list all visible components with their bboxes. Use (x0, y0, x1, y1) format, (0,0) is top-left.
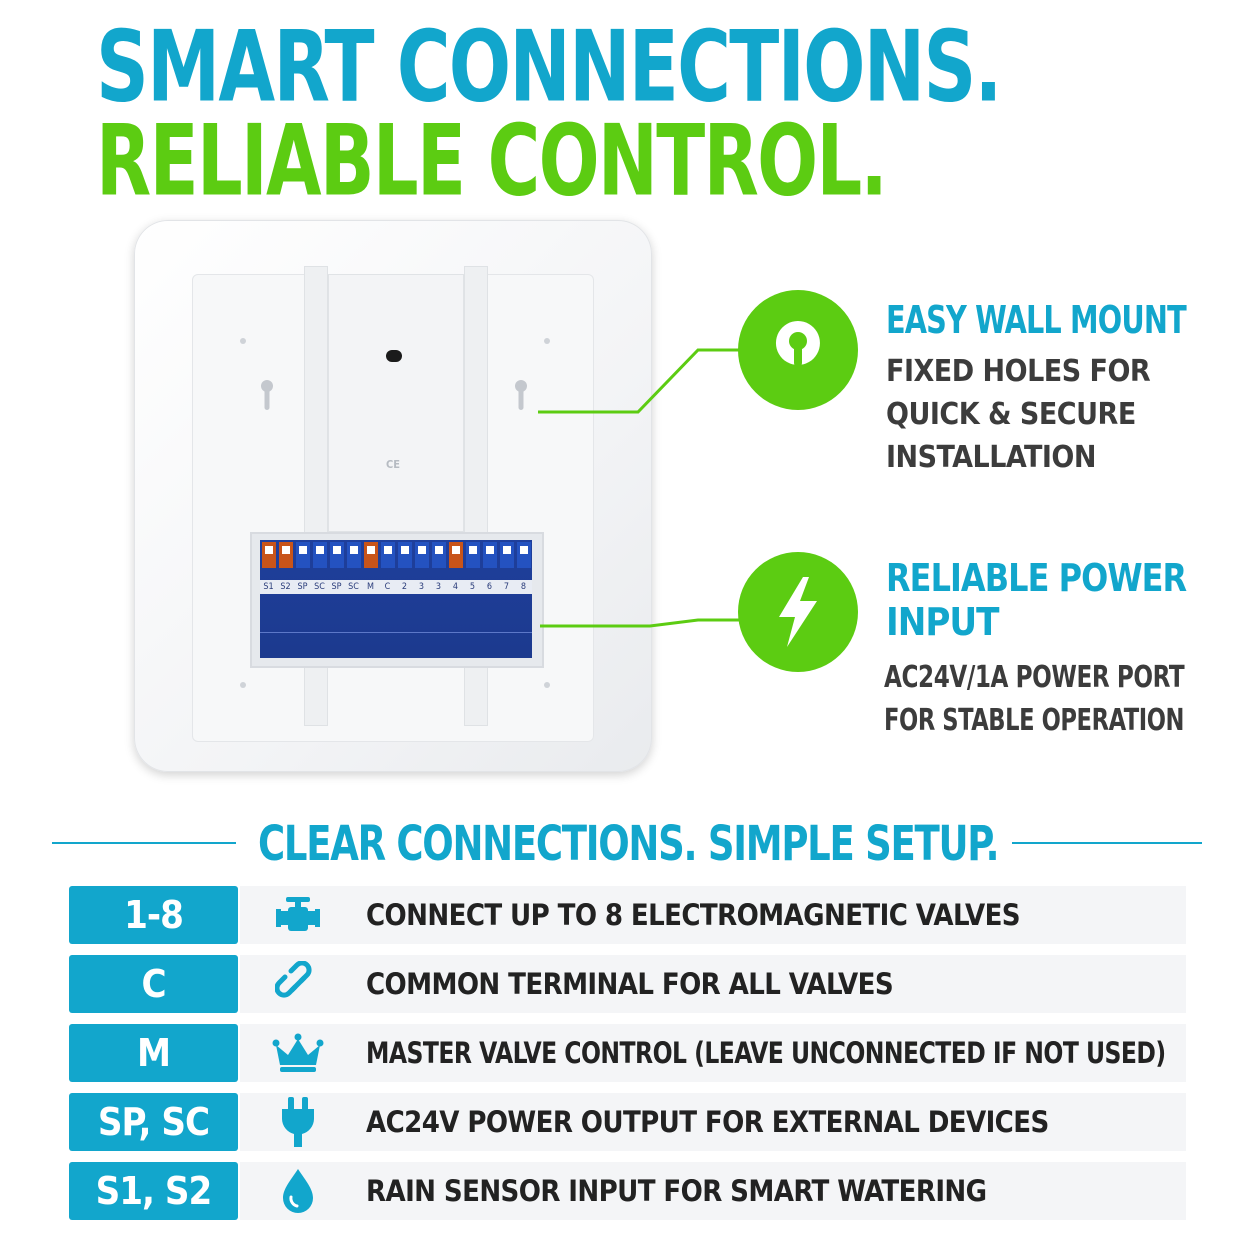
power-input-description: AC24V/1A POWER PORT FOR STABLE OPERATION (884, 656, 1242, 742)
table-row (240, 886, 1186, 944)
terminal-label: 8 (520, 582, 527, 592)
table-row (240, 1093, 1186, 1151)
section-title: CLEAR CONNECTIONS. SIMPLE SETUP. (258, 816, 1000, 872)
terminal-key-badge: 1-8 (69, 886, 238, 944)
terminal-label: SP (331, 582, 342, 592)
table-row (240, 1162, 1186, 1220)
terminal-screw (449, 542, 463, 568)
link-icon (270, 955, 326, 1013)
terminal-label: M (367, 582, 374, 592)
terminal-screw (483, 542, 497, 568)
terminal-divider (260, 632, 532, 633)
wall-mount-description: FIXED HOLES FOR QUICK & SECURE INSTALLAT… (886, 350, 1151, 479)
terminal-screw (466, 542, 480, 568)
plug-icon (270, 1093, 326, 1151)
terminal-screw (279, 542, 293, 568)
wall-mount-badge (738, 290, 858, 410)
power-input-title-line: RELIABLE POWER (886, 556, 1187, 600)
terminal-label: SC (348, 582, 359, 592)
keyhole-right-icon (515, 380, 527, 410)
terminal-key-badge: M (69, 1024, 238, 1082)
crown-icon (270, 1024, 326, 1082)
headline-line-1: SMART CONNECTIONS. (96, 9, 1002, 125)
terminal-label: SP (297, 582, 308, 592)
water-drop-icon (270, 1162, 326, 1220)
row-description: COMMON TERMINAL FOR ALL VALVES (366, 967, 894, 1001)
terminal-screw (398, 542, 412, 568)
terminal-label: S1 (263, 582, 274, 592)
wall-mount-desc-line: QUICK & SECURE (886, 397, 1136, 432)
terminal-screw (313, 542, 327, 568)
terminal-screw (347, 542, 361, 568)
keyhole-left-icon (261, 380, 273, 410)
terminal-screw (262, 542, 276, 568)
wall-mount-desc-line: INSTALLATION (886, 440, 1096, 475)
terminal-screw (330, 542, 344, 568)
terminal-screw (364, 542, 378, 568)
screw-dot (240, 338, 246, 344)
terminal-label: 6 (486, 582, 493, 592)
row-description: AC24V POWER OUTPUT FOR EXTERNAL DEVICES (366, 1105, 1049, 1139)
terminal-screw (432, 542, 446, 568)
screw-dot (544, 682, 550, 688)
callout-connectors (538, 348, 740, 628)
section-rule-left (52, 842, 236, 844)
sensor-hole (386, 350, 402, 362)
wall-mount-title: EASY WALL MOUNT (886, 298, 1187, 342)
section-rule-right (1012, 842, 1202, 844)
terminal-key-badge: SP, SC (69, 1093, 238, 1151)
power-input-desc-line: FOR STABLE OPERATION (884, 703, 1185, 738)
power-input-desc-line: AC24V/1A POWER PORT (884, 660, 1185, 695)
row-description: MASTER VALVE CONTROL (LEAVE UNCONNECTED … (366, 1036, 1166, 1070)
terminal-label: 3 (435, 582, 442, 592)
ce-mark: CE (386, 458, 401, 471)
keyhole-icon (775, 321, 820, 367)
power-input-title-line: INPUT (886, 600, 999, 644)
terminal-label: S2 (280, 582, 291, 592)
terminal-label: 4 (452, 582, 459, 592)
power-input-title: RELIABLE POWER INPUT (886, 556, 1207, 644)
terminal-label: 2 (401, 582, 408, 592)
valve-icon (270, 886, 326, 944)
terminal-screws (260, 540, 532, 572)
terminal-key-badge: S1, S2 (69, 1162, 238, 1220)
screw-dot (240, 682, 246, 688)
terminal-label: 5 (469, 582, 476, 592)
row-description: RAIN SENSOR INPUT FOR SMART WATERING (366, 1174, 987, 1208)
terminal-screw (415, 542, 429, 568)
table-row (240, 1024, 1186, 1082)
lightning-bolt-icon (779, 577, 817, 647)
wall-mount-desc-line: FIXED HOLES FOR (886, 354, 1151, 389)
power-input-badge (738, 552, 858, 672)
headline-line-2: RELIABLE CONTROL. (96, 103, 888, 219)
screw-dot (544, 338, 550, 344)
terminal-screw (500, 542, 514, 568)
terminal-label: 3 (418, 582, 425, 592)
terminal-screw (296, 542, 310, 568)
terminal-label: SC (314, 582, 325, 592)
terminal-screw (381, 542, 395, 568)
terminal-screw (517, 542, 531, 568)
terminal-key-badge: C (69, 955, 238, 1013)
row-description: CONNECT UP TO 8 ELECTROMAGNETIC VALVES (366, 898, 1021, 932)
center-bracket: CE (328, 274, 464, 532)
terminal-label: 7 (503, 582, 510, 592)
table-row (240, 955, 1186, 1013)
terminal-label: C (384, 582, 391, 592)
